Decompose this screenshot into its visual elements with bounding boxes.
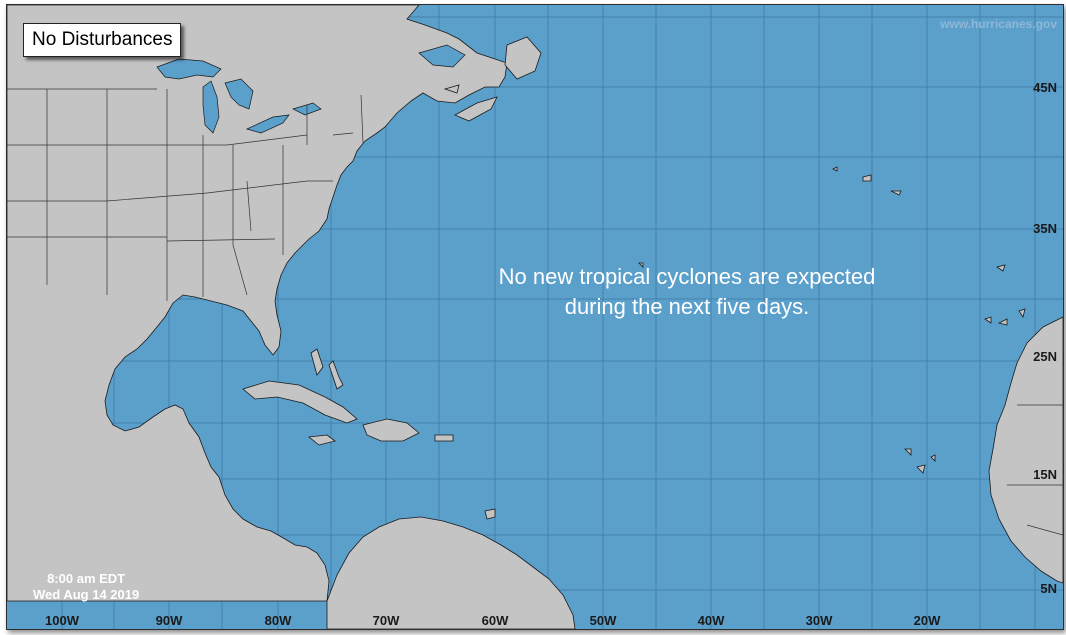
forecast-line-2: during the next five days.: [564, 294, 810, 319]
bermuda: [638, 262, 644, 268]
map-canvas: [7, 5, 1063, 629]
lat-label-5n: 5N: [1040, 581, 1057, 596]
lon-label-70w: 70W: [372, 613, 400, 628]
azores: [832, 166, 902, 196]
lake-erie: [245, 114, 290, 134]
cuba: [242, 380, 358, 424]
lon-label-20w: 20W: [913, 613, 941, 628]
map-frame: No Disturbances www.hurricanes.gov No ne…: [6, 4, 1064, 630]
prince-edward-island: [443, 84, 460, 94]
south-america-landmass: [326, 516, 576, 629]
timestamp-time: 8:00 am EDT: [47, 571, 126, 586]
lat-label-45n: 45N: [1033, 80, 1057, 95]
lon-label-50w: 50W: [589, 613, 617, 628]
lake-michigan: [202, 80, 220, 134]
bahamas-islands: [328, 360, 344, 390]
madeira: [996, 264, 1006, 272]
africa-borders: [1007, 404, 1063, 536]
lat-label-35n: 35N: [1033, 221, 1057, 236]
cape-verde-islands: [904, 448, 936, 474]
canary-islands: [984, 308, 1026, 326]
source-label[interactable]: www.hurricanes.gov: [940, 17, 1057, 31]
forecast-message: No new tropical cyclones are expected du…: [387, 262, 987, 322]
north-america-landmass: [7, 5, 508, 602]
status-box: No Disturbances: [23, 23, 182, 57]
hispaniola: [362, 418, 420, 442]
africa-landmass: [988, 316, 1063, 584]
jamaica: [307, 434, 336, 446]
us-state-borders: [7, 88, 364, 301]
timestamp-date: Wed Aug 14 2019: [33, 587, 140, 602]
gulf-of-st-lawrence: [418, 44, 466, 68]
newfoundland: [504, 36, 542, 80]
lat-label-15n: 15N: [1033, 467, 1057, 482]
lake-superior: [156, 58, 222, 80]
timestamp: 8:00 am EDT Wed Aug 14 2019: [33, 571, 139, 603]
lon-label-30w: 30W: [805, 613, 833, 628]
trinidad: [484, 508, 496, 520]
lat-label-25n: 25N: [1033, 349, 1057, 364]
forecast-line-1: No new tropical cyclones are expected: [498, 264, 876, 289]
lon-label-90w: 90W: [155, 613, 183, 628]
lon-label-40w: 40W: [697, 613, 725, 628]
lake-huron: [224, 78, 254, 110]
lon-label-60w: 60W: [481, 613, 509, 628]
lon-label-80w: 80W: [264, 613, 292, 628]
lon-label-100w: 100W: [45, 613, 79, 628]
puerto-rico: [434, 434, 454, 442]
nova-scotia: [454, 96, 498, 122]
bahamas-andros: [310, 348, 324, 376]
